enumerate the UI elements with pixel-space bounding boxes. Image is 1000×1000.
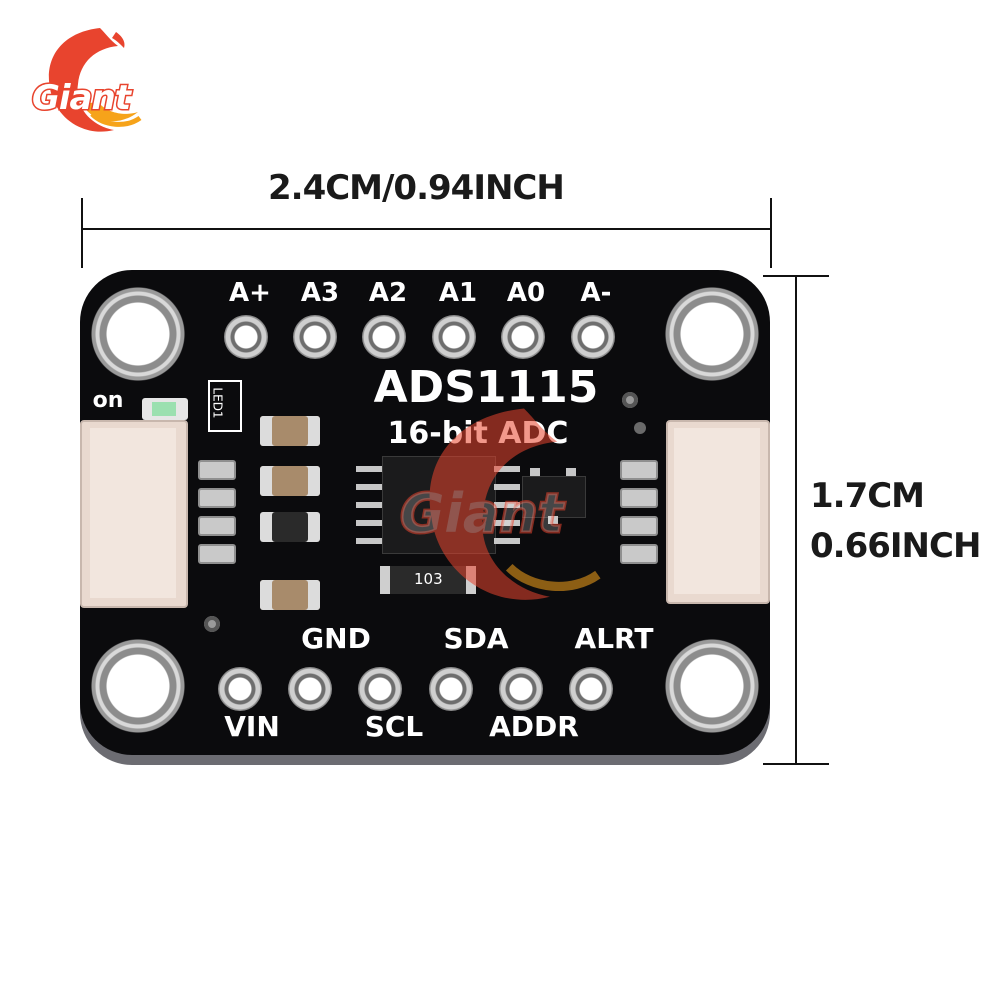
height-dimension-label-inch: 0.66INCH bbox=[810, 526, 981, 566]
pin-pad-gnd bbox=[288, 667, 332, 711]
mounting-hole-top-right bbox=[664, 286, 760, 382]
watermark-text: Giant bbox=[399, 481, 566, 547]
led-ref-box: LED1 bbox=[208, 380, 242, 432]
pin-label-a3: A3 bbox=[300, 278, 340, 308]
width-dimension-label: 2.4CM/0.94INCH bbox=[268, 168, 565, 208]
resistor-code: 103 bbox=[414, 570, 443, 588]
width-dimension-tick-left bbox=[81, 198, 83, 268]
capacitor-4 bbox=[260, 580, 320, 610]
left-connector-pin-1 bbox=[198, 460, 236, 480]
board-title: ADS1115 bbox=[373, 362, 599, 413]
giant-logo: Giant bbox=[22, 18, 152, 148]
height-dimension-tick-top bbox=[763, 275, 829, 277]
giant-logo-text: Giant bbox=[31, 77, 133, 120]
via-3 bbox=[634, 422, 646, 434]
pin-pad-a2 bbox=[362, 315, 406, 359]
left-connector-pin-3 bbox=[198, 516, 236, 536]
mounting-hole-top-left bbox=[90, 286, 186, 382]
ads1115-board: A+ A3 A2 A1 A0 A- ADS1115 16-bit ADC on … bbox=[80, 270, 770, 755]
pin-label-addr: ADDR bbox=[489, 710, 579, 743]
pin-pad-scl bbox=[358, 667, 402, 711]
pin-pad-a-minus bbox=[571, 315, 615, 359]
height-dimension-line bbox=[795, 276, 797, 765]
power-led bbox=[142, 398, 188, 420]
right-connector-pin-2 bbox=[620, 488, 658, 508]
led-ref-label: LED1 bbox=[210, 387, 225, 419]
pin-pad-sda bbox=[429, 667, 473, 711]
pin-label-vin: VIN bbox=[224, 710, 280, 743]
resistor-103: 103 bbox=[380, 566, 476, 594]
left-stemma-connector bbox=[80, 420, 188, 608]
pin-pad-a1 bbox=[432, 315, 476, 359]
left-connector-pin-2 bbox=[198, 488, 236, 508]
mounting-hole-bottom-left bbox=[90, 638, 186, 734]
right-connector-pin-3 bbox=[620, 516, 658, 536]
height-dimension-label-cm: 1.7CM bbox=[810, 476, 925, 516]
pin-label-a0: A0 bbox=[506, 278, 546, 308]
pin-label-sda: SDA bbox=[443, 622, 509, 655]
capacitor-3 bbox=[260, 512, 320, 542]
pin-label-gnd: GND bbox=[301, 622, 371, 655]
pin-label-alrt: ALRT bbox=[574, 622, 654, 655]
via-1 bbox=[622, 392, 638, 408]
pin-label-a1: A1 bbox=[438, 278, 478, 308]
via-2 bbox=[204, 616, 220, 632]
right-connector-pin-1 bbox=[620, 460, 658, 480]
pin-label-a-minus: A- bbox=[580, 278, 612, 308]
pin-pad-a-plus bbox=[224, 315, 268, 359]
led-label: on bbox=[92, 388, 124, 413]
right-connector-pin-4 bbox=[620, 544, 658, 564]
pin-pad-alrt bbox=[569, 667, 613, 711]
height-dimension-tick-bottom bbox=[763, 763, 829, 765]
pin-pad-a3 bbox=[293, 315, 337, 359]
capacitor-2 bbox=[260, 466, 320, 496]
pin-label-scl: SCL bbox=[364, 710, 424, 743]
mounting-hole-bottom-right bbox=[664, 638, 760, 734]
watermark: Giant bbox=[380, 390, 620, 630]
pin-pad-a0 bbox=[501, 315, 545, 359]
pin-label-a2: A2 bbox=[368, 278, 408, 308]
left-connector-pin-4 bbox=[198, 544, 236, 564]
capacitor-1 bbox=[260, 416, 320, 446]
width-dimension-line bbox=[82, 228, 772, 230]
pin-pad-vin bbox=[218, 667, 262, 711]
pin-pad-addr bbox=[499, 667, 543, 711]
giant-logo-emblem-icon bbox=[48, 28, 142, 132]
watermark-emblem-icon bbox=[429, 408, 601, 600]
right-stemma-connector bbox=[666, 420, 770, 604]
width-dimension-tick-right bbox=[770, 198, 772, 268]
pin-label-a-plus: A+ bbox=[229, 278, 271, 308]
